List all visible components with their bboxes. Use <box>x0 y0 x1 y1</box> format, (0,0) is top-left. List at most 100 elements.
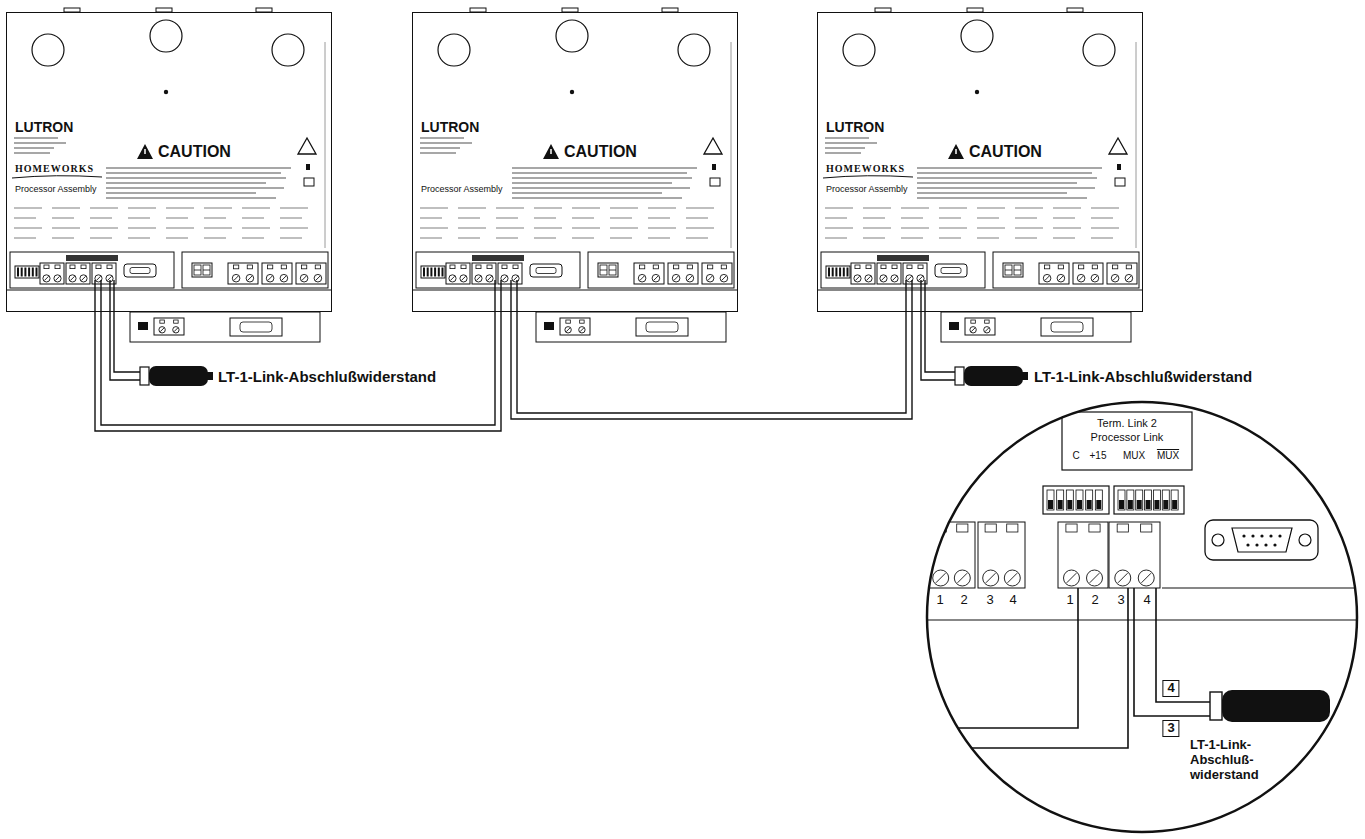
terminal-screw <box>1087 570 1103 586</box>
cable-strand <box>109 280 110 312</box>
cable-strand <box>95 312 501 431</box>
terminal-block <box>262 263 292 284</box>
terminal-hole <box>1141 524 1152 532</box>
fine-print <box>1015 237 1037 238</box>
connector-module <box>993 252 1139 288</box>
db9-shell <box>941 268 961 274</box>
terminal-block <box>1107 263 1137 284</box>
fine-print <box>14 137 58 138</box>
terminal-screw <box>512 275 519 282</box>
dip-lever <box>1172 500 1177 509</box>
resistor-symbol <box>964 366 1023 386</box>
fine-print <box>512 197 682 198</box>
terminal-number: 4 <box>1009 593 1016 608</box>
terminal-hole <box>301 265 306 269</box>
fine-print <box>686 217 708 218</box>
screw-slot <box>502 276 506 280</box>
terminal-screw <box>706 274 714 282</box>
terminal-screw <box>854 275 861 282</box>
dip-slot <box>1162 490 1169 510</box>
terminal-block <box>1039 263 1069 284</box>
dip-slot <box>1171 490 1178 510</box>
approval-mark <box>304 178 314 186</box>
seven-segment-display <box>598 263 618 277</box>
fine-print <box>242 207 270 208</box>
sub-module-jack <box>544 322 554 330</box>
display-digit <box>609 265 616 275</box>
panel-edge <box>1162 587 1365 588</box>
fine-print <box>977 227 1005 228</box>
fine-print <box>572 207 600 208</box>
sub-module-jack <box>138 322 148 330</box>
screw-slot <box>688 276 693 281</box>
fine-print <box>825 227 853 228</box>
fine-print <box>863 207 891 208</box>
terminal-screw <box>501 275 508 282</box>
terminal-hole <box>160 320 164 323</box>
terminal-screw <box>579 327 585 333</box>
pin-name: MUX <box>1123 450 1145 462</box>
connector-module <box>10 252 174 288</box>
fine-print <box>901 207 929 208</box>
screw-slot <box>1127 276 1132 281</box>
terminal-screw <box>1125 274 1133 282</box>
fine-print <box>648 207 676 208</box>
db9-screw <box>1212 534 1224 546</box>
dip-slot <box>36 268 38 277</box>
terminal-number: 4 <box>1143 593 1150 608</box>
side-flange <box>1136 42 1137 248</box>
terminal-hole <box>107 265 112 269</box>
fine-print <box>242 227 270 228</box>
terminal-screw <box>1004 570 1020 586</box>
processor-panel: LUTRONCAUTIONHOMEWORKSProcessor Assembly <box>6 12 332 312</box>
db9-pin <box>1278 534 1281 537</box>
fine-print <box>512 182 672 183</box>
connector-module <box>821 252 985 288</box>
terminal-screw <box>1077 274 1085 282</box>
screw-slot <box>580 328 584 332</box>
fine-print <box>128 237 150 238</box>
terminal-hole <box>1089 524 1100 532</box>
dip-lever <box>1087 500 1092 509</box>
fine-print <box>512 167 697 168</box>
display-digit <box>1005 265 1012 275</box>
fine-print <box>420 217 442 218</box>
db9-pin <box>1246 543 1249 546</box>
wire-tag: 3 <box>1162 720 1179 737</box>
fine-print <box>52 217 74 218</box>
fine-print <box>14 227 42 228</box>
db9-connector <box>935 264 967 277</box>
terminal-screw <box>652 274 660 282</box>
connector-module <box>182 252 328 288</box>
fine-print <box>128 207 156 208</box>
screw-slot <box>918 276 922 280</box>
fine-print <box>939 227 967 228</box>
inset-ground <box>927 402 1357 832</box>
db9-connector <box>124 264 156 277</box>
db9-pin <box>1273 543 1276 546</box>
resistor-symbol <box>1222 690 1330 722</box>
fine-print <box>420 137 464 138</box>
fine-print <box>496 237 518 238</box>
fine-print <box>977 237 999 238</box>
esd-symbol <box>298 138 316 154</box>
display-segment <box>194 270 201 271</box>
knockout-hole <box>678 34 710 66</box>
db9-shell <box>536 268 556 274</box>
fine-print <box>512 172 687 173</box>
terminator-plug <box>955 367 964 385</box>
dip-lever <box>1154 500 1159 509</box>
brand-name: LUTRON <box>826 119 884 135</box>
fine-print <box>825 237 847 238</box>
fine-print <box>166 207 194 208</box>
fine-print <box>1091 237 1113 238</box>
screw-slot <box>722 276 727 281</box>
fine-print <box>106 167 291 168</box>
terminal-screw <box>69 275 76 282</box>
resistor-end <box>207 372 213 380</box>
knockout-hole <box>556 20 588 52</box>
fine-print <box>686 237 708 238</box>
screw-slot <box>234 276 239 281</box>
dip-lever <box>1067 500 1072 509</box>
